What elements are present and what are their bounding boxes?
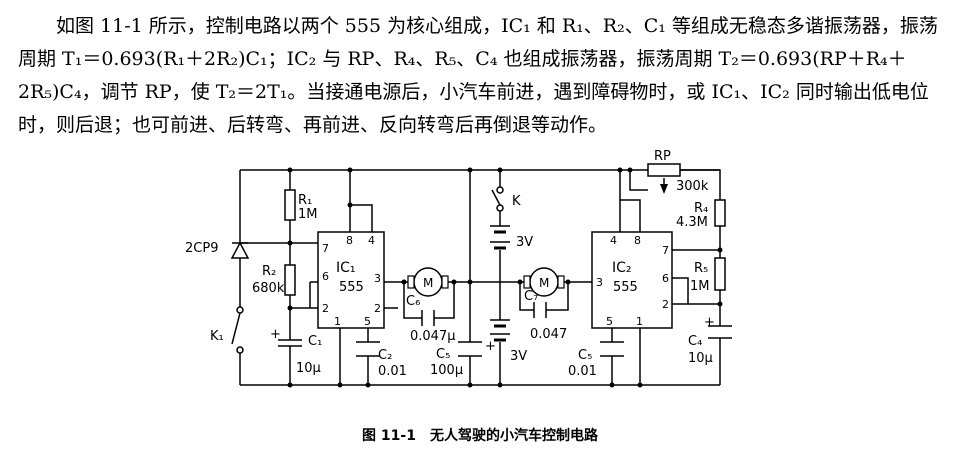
c5a-capacitor [458,341,482,357]
c4-capacitor [708,325,732,350]
motor2-label: M [539,276,549,290]
ic2-pin7: 7 [662,244,669,257]
c1-value: 10μ [296,361,321,376]
ic1-pin5: 5 [364,315,371,328]
ic1-pin8: 8 [346,234,353,247]
c5b-label: C₅ [578,348,592,363]
ic1-pin6: 6 [322,270,329,283]
k-label: K [512,194,521,209]
c5b-capacitor [600,341,624,357]
ic1-pin1: 1 [334,315,341,328]
ic2-pin1: 1 [636,315,643,328]
ic2-pin6: 6 [662,272,669,285]
ic1-pin2: 2 [322,302,329,315]
r4-resistor [714,199,726,227]
c2-value: 0.01 [378,364,407,379]
c6-label: C₆ [406,294,420,309]
capacitors [278,302,732,362]
c5a-value: 100μ [430,363,463,378]
rp-potentiometer [647,163,681,177]
battery-top [490,225,510,250]
ic2-pin3: 3 [596,276,603,289]
diode-2cp9 [230,228,250,259]
c1-label: C₁ [308,334,322,349]
junction-dots [287,167,723,388]
c4-label: C₄ [688,334,702,349]
r4-label: R₄ [694,201,708,216]
ic1-pin7: 7 [322,242,329,255]
c5a-label: C₅ [436,347,450,362]
figure-caption: 图 11-1 无人驾驶的小汽车控制电路 [362,428,598,444]
c4-value: 10μ [688,351,713,366]
c7-capacitor [533,302,547,318]
c4-plus: + [704,315,715,330]
r2-value: 680k [252,281,285,296]
c2-capacitor [356,341,380,357]
ic2-type: 555 [613,280,638,295]
ic1-pin3: 3 [374,272,381,285]
ic2-pin4: 4 [610,234,617,247]
r1-label: R₁ [298,193,312,208]
c6-capacitor [421,310,435,326]
description-text: 如图 11-1 所示，控制电路以两个 555 为核心组成，IC₁ 和 R₁、R₂… [18,15,938,136]
battery-top-label: 3V [516,235,533,250]
r2-label: R₂ [262,264,276,279]
c5b-value: 0.01 [568,364,597,379]
motor1-label: M [423,276,433,290]
ic2-pin8: 8 [634,234,641,247]
c1-plus: + [270,327,281,342]
r2-resistor [284,264,296,296]
c1-capacitor [278,339,302,362]
r5-label: R₅ [694,261,708,276]
battery-bottom-label: 3V [510,349,527,364]
ic1-box [317,231,385,329]
r5-value: 1M [690,279,710,294]
rp-wiper-arrow [660,184,668,194]
battery-bottom [490,319,510,342]
ic2-pin5: 5 [606,315,613,328]
switch-k [491,186,504,212]
switch-k1 [231,306,244,354]
diode-label: 2CP9 [185,241,218,256]
ic1-pin2-right: 2 [374,302,381,315]
ic2-pin2: 2 [662,298,669,311]
rp-value: 300k [676,179,709,194]
c2-label: C₂ [378,348,392,363]
ic1-pin4: 4 [368,234,375,247]
component-labels: R₁ 1M 2CP9 R₂ 680k K₁ + C₁ 10μ IC₁ 555 8… [185,149,715,379]
c5a-plus: + [485,339,496,354]
ic1-type: 555 [339,280,364,295]
r4-value: 4.3M [676,215,708,230]
r5-resistor [714,257,726,291]
k1-label: K₁ [210,329,224,344]
c6-value: 0.047μ [410,329,456,344]
r1-value: 1M [298,207,318,222]
c7-value: 0.047 [530,327,567,342]
ic2-label: IC₂ [612,260,632,276]
c7-label: C₇ [524,289,538,304]
r1-resistor [284,189,296,221]
ic1-label: IC₁ [336,260,356,276]
rp-label: RP [654,149,671,164]
description-paragraph: 如图 11-1 所示，控制电路以两个 555 为核心组成，IC₁ 和 R₁、R₂… [18,10,948,142]
ic2-box [591,231,673,329]
